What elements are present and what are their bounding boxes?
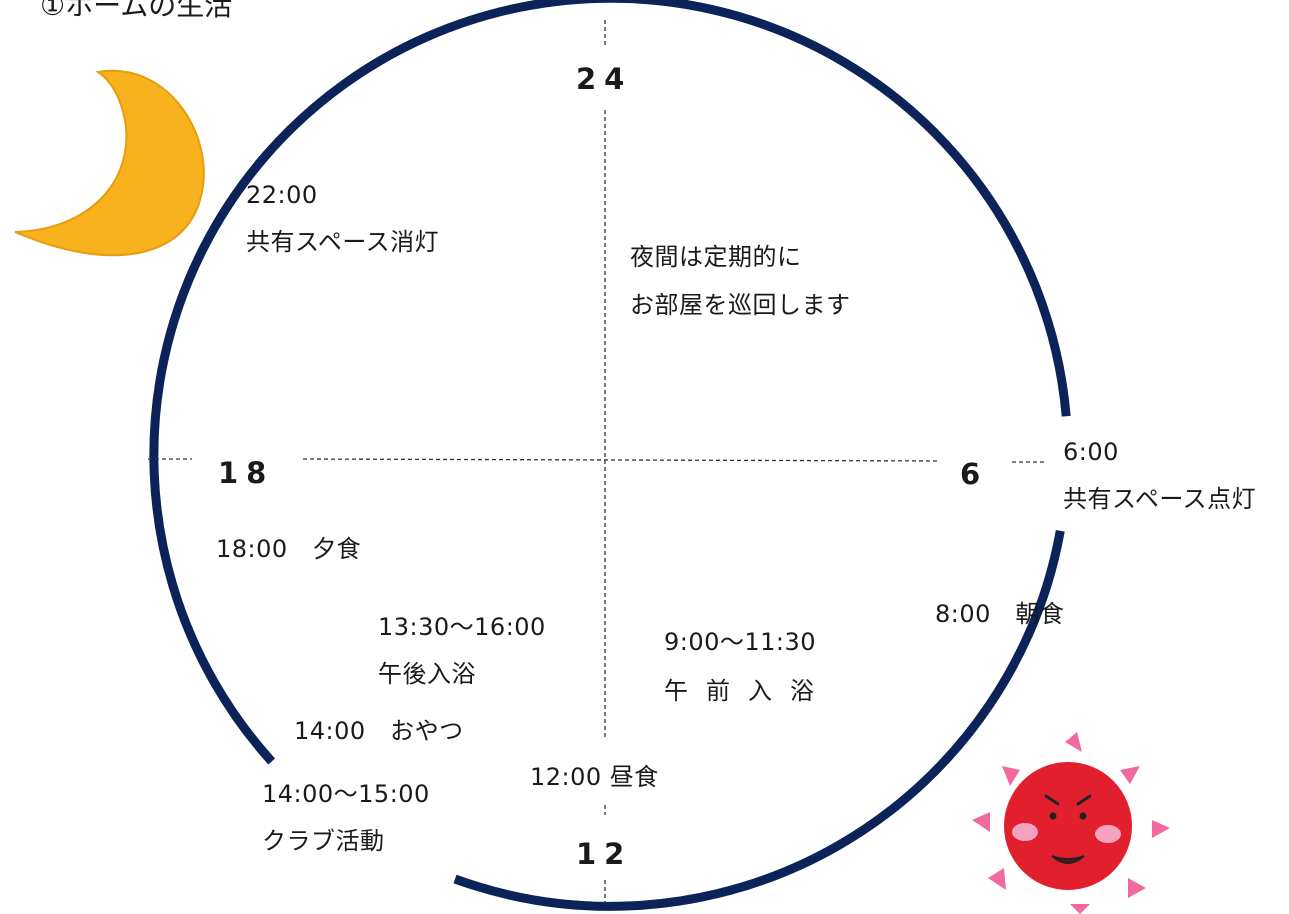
clock-ring-arc-upper	[149, 0, 1071, 765]
hour-label-18: 18	[218, 456, 275, 490]
morning-bath-time: 9:00〜11:30	[664, 628, 817, 656]
sun-ray-bottom	[1070, 904, 1090, 914]
crescent-moon-icon	[14, 69, 205, 257]
hour-label-6: 6	[960, 457, 989, 491]
sun-ray-right	[1152, 820, 1170, 838]
event-snack: 14:00 おやつ	[294, 717, 464, 745]
event-1800-dinner: 18:00 夕食	[216, 535, 362, 563]
night-note-line2: お部屋を巡回します	[630, 291, 851, 319]
sun-brow-left	[1044, 794, 1060, 806]
crescent-moon-shape	[14, 69, 205, 257]
event-2200-text: 共有スペース消灯	[246, 228, 440, 256]
afternoon-bath-time: 13:30〜16:00	[378, 613, 546, 641]
axis-horizontal-main	[302, 458, 941, 462]
night-note-line1: 夜間は定期的に	[630, 243, 802, 271]
page-title: ①ホームの生活	[40, 0, 233, 22]
sun-eye-left	[1049, 812, 1057, 820]
sun-icon	[972, 732, 1170, 914]
club-activity-text: クラブ活動	[262, 827, 385, 855]
club-activity-time: 14:00〜15:00	[262, 780, 430, 808]
sun-brow-right	[1076, 794, 1092, 806]
sun-rays	[972, 732, 1170, 914]
clock-face	[149, 0, 1071, 911]
event-0800-breakfast: 8:00 朝食	[935, 600, 1065, 628]
sun-ray-left	[972, 812, 990, 832]
clock-axes	[148, 20, 1045, 905]
sun-mouth	[1051, 855, 1085, 864]
sun-ray-top-left	[1002, 766, 1020, 786]
sun-cheek-right	[1095, 825, 1121, 843]
sun-cheek-left	[1012, 823, 1038, 841]
event-1200-lunch: 12:00 昼食	[530, 763, 659, 791]
event-2200-time: 22:00	[246, 181, 318, 209]
sun-ray-top	[1065, 732, 1082, 752]
sun-ray-bottom-right	[1128, 878, 1146, 898]
sun-ray-top-right	[1120, 766, 1140, 784]
sun-ray-bottom-left	[988, 868, 1006, 890]
event-0600-time: 6:00	[1063, 438, 1119, 466]
afternoon-bath-text: 午後入浴	[378, 660, 476, 688]
morning-bath-text: 午前入浴	[664, 677, 832, 705]
clock-ring-arc-lower	[453, 529, 1065, 911]
hour-label-24: 24	[576, 62, 633, 96]
sun-face	[1004, 762, 1132, 890]
sun-eye-right	[1079, 812, 1087, 820]
hour-label-12: 12	[576, 837, 633, 871]
event-0600-text: 共有スペース点灯	[1063, 485, 1257, 513]
